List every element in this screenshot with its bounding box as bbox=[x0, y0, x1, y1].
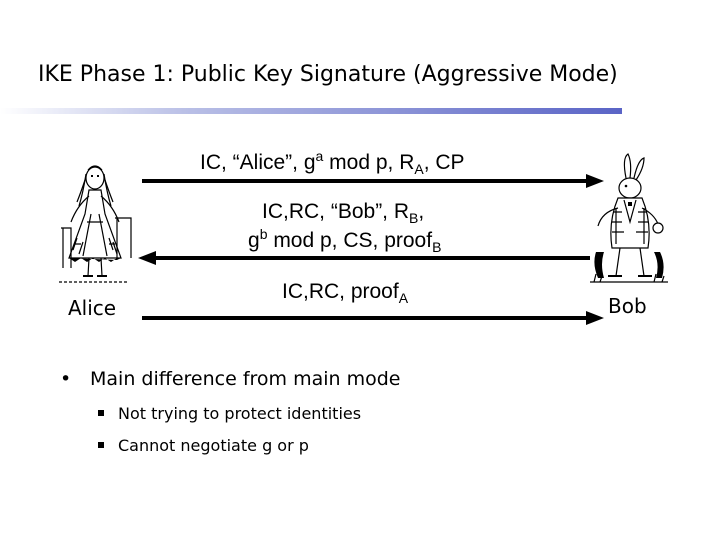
bullet-sub-1: Not trying to protect identities bbox=[98, 404, 361, 423]
message-1-text-a: IC, “Alice”, g bbox=[200, 151, 316, 174]
message-1-label: IC, “Alice”, ga mod p, RA, CP bbox=[200, 148, 465, 177]
message-1-text-b: mod p, R bbox=[323, 151, 415, 174]
bullet-main-text: Main difference from main mode bbox=[90, 368, 401, 390]
message-3-label: IC,RC, proofA bbox=[282, 280, 408, 306]
bullet-sub-2: Cannot negotiate g or p bbox=[98, 436, 309, 455]
bullet-sub-2-text: Cannot negotiate g or p bbox=[118, 436, 309, 455]
bullet-dot-icon: • bbox=[60, 368, 72, 390]
bob-label: Bob bbox=[608, 294, 647, 318]
message-2-text-c: g bbox=[248, 229, 260, 252]
message-3-text: IC,RC, proof bbox=[282, 280, 399, 303]
message-2-sup: b bbox=[259, 226, 268, 242]
slide-title: IKE Phase 1: Public Key Signature (Aggre… bbox=[38, 62, 618, 87]
message-2-text-a: IC,RC, “Bob”, R bbox=[262, 200, 410, 223]
alice-illustration-icon bbox=[59, 165, 132, 283]
bullet-sub-1-text: Not trying to protect identities bbox=[118, 404, 362, 423]
message-1-sup: a bbox=[315, 148, 324, 164]
square-bullet-icon bbox=[98, 441, 104, 448]
message-1-text-c: , CP bbox=[423, 151, 465, 174]
message-2-sub-b: B bbox=[432, 239, 442, 256]
white-rabbit-illustration-icon bbox=[590, 153, 668, 283]
message-3-sub: A bbox=[398, 290, 409, 307]
message-2-text-d: mod p, CS, proof bbox=[267, 229, 433, 252]
message-2-line-1: IC,RC, “Bob”, RB, bbox=[262, 200, 424, 226]
message-2-line-2: gb mod p, CS, proofB bbox=[248, 226, 441, 255]
alice-label: Alice bbox=[68, 296, 117, 320]
square-bullet-icon bbox=[98, 409, 104, 416]
bullet-main: • Main difference from main mode bbox=[60, 368, 400, 390]
message-2-text-b: , bbox=[418, 200, 425, 223]
title-underline bbox=[0, 108, 622, 114]
message-2-sub-a: B bbox=[409, 210, 419, 227]
message-1-sub: A bbox=[414, 161, 424, 178]
